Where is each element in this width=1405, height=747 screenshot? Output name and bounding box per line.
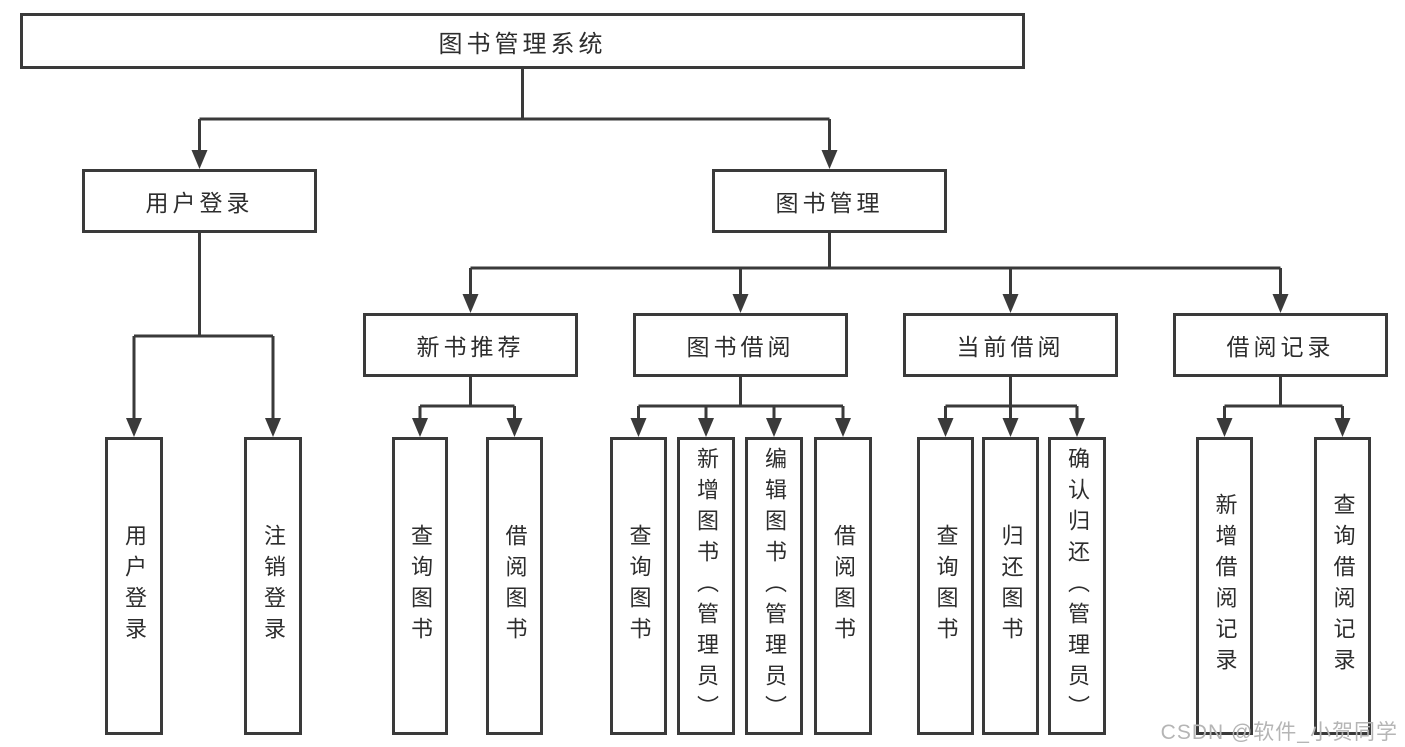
node-new-book-recommend: 新书推荐 — [363, 313, 578, 377]
leaf-borrow-books-recommend: 借阅图书 — [486, 437, 543, 735]
node-book-management: 图书管理 — [712, 169, 947, 233]
leaf-add-books-admin: 新增图书（管理员） — [677, 437, 735, 735]
leaf-edit-books-admin: 编辑图书（管理员） — [745, 437, 803, 735]
leaf-query-books-borrowing: 查询图书 — [610, 437, 667, 735]
leaf-add-borrow-record: 新增借阅记录 — [1196, 437, 1253, 735]
watermark: CSDN @软件_小贺同学 — [1160, 721, 1398, 744]
leaf-borrow-books-borrowing: 借阅图书 — [814, 437, 872, 735]
node-book-borrowing: 图书借阅 — [633, 313, 848, 377]
node-borrow-records: 借阅记录 — [1173, 313, 1388, 377]
node-library-system: 图书管理系统 — [20, 13, 1025, 69]
leaf-confirm-return-admin: 确认归还（管理员） — [1048, 437, 1106, 735]
leaf-query-borrow-record: 查询借阅记录 — [1314, 437, 1371, 735]
node-user-login: 用户登录 — [82, 169, 317, 233]
leaf-query-books-recommend: 查询图书 — [392, 437, 448, 735]
node-current-borrowing: 当前借阅 — [903, 313, 1118, 377]
leaf-query-books-current: 查询图书 — [917, 437, 974, 735]
leaf-logout: 注销登录 — [244, 437, 302, 735]
leaf-return-books: 归还图书 — [982, 437, 1039, 735]
leaf-user-login: 用户登录 — [105, 437, 163, 735]
